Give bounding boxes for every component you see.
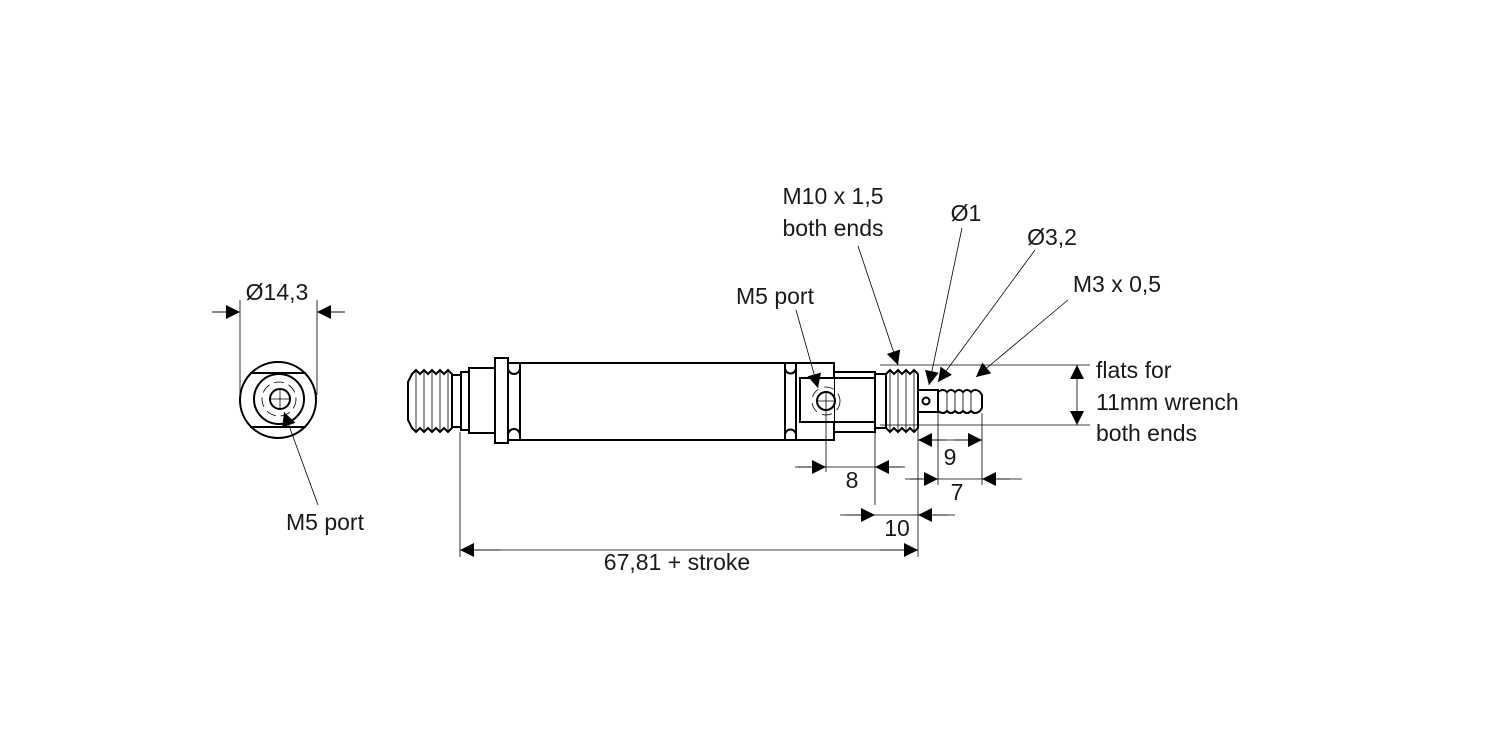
dimensions: 67,81 + stroke 10 8 9 7 flats for 11mm w… <box>459 357 1239 575</box>
flats-label-line1: flats for <box>1096 357 1172 383</box>
side-view <box>407 357 983 444</box>
flange <box>494 357 509 444</box>
rod-thread-label: M3 x 0,5 <box>1073 271 1161 297</box>
rod-thread <box>937 389 983 414</box>
cylinder-end-outline <box>239 361 317 439</box>
dim-7-label: 7 <box>951 479 964 505</box>
end-port-label: M5 port <box>286 509 365 535</box>
dim-10-label: 10 <box>884 515 910 541</box>
callouts: M5 port M10 x 1,5 both ends Ø1 Ø3,2 M3 x… <box>736 183 1161 389</box>
rod-diameter-label: Ø3,2 <box>1027 224 1077 250</box>
end-view: Ø14,3 M5 port <box>212 279 365 535</box>
rod-hole-label: Ø1 <box>951 200 982 226</box>
leader-arrow <box>795 309 821 389</box>
flats-label-line2: 11mm wrench <box>1096 389 1239 415</box>
diameter-label: Ø14,3 <box>246 279 309 305</box>
overall-length-label: 67,81 + stroke <box>604 549 750 575</box>
thread-label-line1: M10 x 1,5 <box>783 183 884 209</box>
thread-label-line2: both ends <box>782 215 883 241</box>
leader-arrow <box>925 227 963 386</box>
flats-label-line3: both ends <box>1096 420 1197 446</box>
right-thread <box>885 368 919 434</box>
leader-arrow <box>857 245 901 366</box>
leader-arrow <box>937 249 1036 383</box>
piston-rod <box>917 389 939 413</box>
side-port-label: M5 port <box>736 283 815 309</box>
dim-9-label: 9 <box>944 444 957 470</box>
left-thread <box>407 368 453 434</box>
dim-8-label: 8 <box>846 467 859 493</box>
cylinder-tube <box>519 362 786 441</box>
leader-arrow <box>975 299 1069 378</box>
